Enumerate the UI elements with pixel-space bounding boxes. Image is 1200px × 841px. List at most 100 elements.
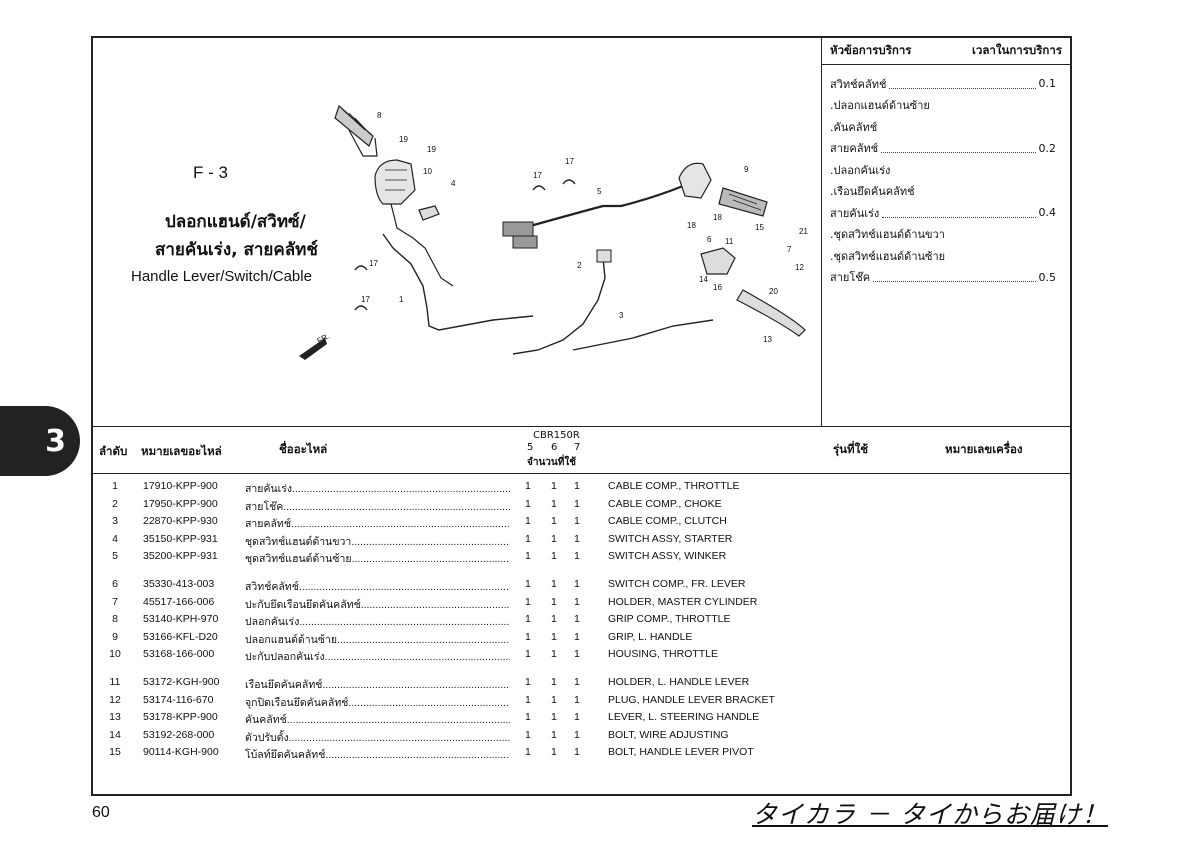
choke-cable-drawing bbox=[512, 257, 606, 355]
col-part-name-heading: ชื่ออะไหล่ bbox=[279, 442, 328, 456]
qty-year-6: 1 bbox=[551, 550, 557, 563]
service-item-name: .คันคลัทช์ bbox=[830, 120, 878, 134]
clutch-lever-drawing bbox=[736, 289, 806, 337]
callout-17d: 17 bbox=[361, 295, 370, 304]
service-item-time: 0.5 bbox=[1038, 270, 1057, 284]
qty-year-5: 1 bbox=[525, 728, 531, 741]
callout-18b: 18 bbox=[687, 221, 696, 230]
qty-year-7: 1 bbox=[574, 711, 580, 724]
part-index: 10 bbox=[109, 648, 121, 661]
service-item: .ชุดสวิทช์แฮนด์ด้านขวา bbox=[830, 224, 1056, 246]
qty-year-5: 1 bbox=[525, 550, 531, 563]
diagram-code: F - 3 bbox=[193, 163, 228, 182]
callout-labels: 8 19 19 10 4 17 17 5 9 18 18 15 21 6 11 … bbox=[361, 111, 808, 344]
part-name-thai: จุกปิดเรือนยึดคันคลัทช์.................… bbox=[245, 696, 510, 709]
service-item-time: 0.1 bbox=[1038, 77, 1057, 91]
qty-year-5: 1 bbox=[525, 532, 531, 545]
callout-8: 8 bbox=[377, 111, 382, 120]
part-index: 14 bbox=[109, 728, 121, 741]
part-name-english: SWITCH COMP., FR. LEVER bbox=[608, 578, 746, 590]
service-item: .ชุดสวิทช์แฮนด์ด้านซ้าย bbox=[830, 245, 1056, 267]
col-model-heading: รุ่นที่ใช้ bbox=[833, 442, 869, 456]
part-name-thai: สวิทช์คลัทช์............................… bbox=[245, 581, 510, 593]
service-item-name: .ปลอกแฮนด์ด้านซ้าย bbox=[830, 99, 930, 113]
qty-year-6: 1 bbox=[551, 595, 557, 608]
part-number: 53192-268-000 bbox=[143, 728, 215, 741]
qty-year-7: 1 bbox=[574, 497, 580, 510]
callout-19b: 19 bbox=[427, 145, 436, 154]
qty-year-6: 1 bbox=[551, 515, 557, 528]
callout-2: 2 bbox=[577, 261, 582, 270]
parts-table-header: ลำดับ หมายเลขอะไหล่ ชื่ออะไหล่ CBR150R 5… bbox=[93, 427, 1070, 474]
callout-6: 6 bbox=[707, 235, 712, 244]
year-6-heading: 6 bbox=[551, 442, 558, 453]
callout-16: 16 bbox=[713, 283, 722, 292]
diagram-title-thai-line1: ปลอกแฮนด์/สวิทซ์/ bbox=[165, 212, 306, 232]
lever-holder-drawing bbox=[700, 247, 736, 275]
part-name-thai: คันคลัทช์...............................… bbox=[245, 714, 510, 727]
part-number: 35200-KPP-931 bbox=[143, 550, 218, 563]
service-list: สวิทช์คลัทช์ 0.1 .ปลอกแฮนด์ด้านซ้าย .คันค… bbox=[822, 65, 1070, 288]
front-direction-arrow: FR. bbox=[299, 331, 331, 360]
qty-year-6: 1 bbox=[551, 676, 557, 688]
callout-13: 13 bbox=[763, 335, 772, 344]
part-name-english: LEVER, L. STEERING HANDLE bbox=[608, 711, 760, 724]
part-name-thai: สายคันเร่ง..............................… bbox=[245, 483, 510, 495]
seller-watermark-text: タイカラ － タイからお届け！ bbox=[752, 800, 1108, 829]
part-index: 15 bbox=[109, 746, 121, 759]
part-number: 17910-KPP-900 bbox=[143, 480, 218, 492]
part-name-thai: เรือนยึดคันคลัทช์.......................… bbox=[245, 679, 510, 691]
service-time-heading: เวลาในการบริการ bbox=[971, 43, 1062, 57]
callout-17c: 17 bbox=[369, 259, 378, 268]
service-item-name: สวิทช์คลัทช์ bbox=[830, 77, 887, 91]
qty-year-7: 1 bbox=[574, 578, 580, 590]
exploded-diagram-panel: F - 3 ปลอกแฮนด์/สวิทซ์/ สายคันเร่ง, สายค… bbox=[93, 38, 822, 427]
model-heading: CBR150R bbox=[533, 430, 580, 441]
qty-year-6: 1 bbox=[551, 728, 557, 741]
qty-year-5: 1 bbox=[525, 480, 531, 492]
service-item: .ปลอกแฮนด์ด้านซ้าย bbox=[830, 95, 1056, 117]
qty-year-5: 1 bbox=[525, 630, 531, 643]
qty-year-7: 1 bbox=[574, 595, 580, 608]
qty-year-7: 1 bbox=[574, 532, 580, 545]
clutch-cable-drawing bbox=[572, 319, 714, 351]
callout-9: 9 bbox=[744, 165, 749, 174]
service-item-name: .ชุดสวิทช์แฮนด์ด้านขวา bbox=[830, 228, 945, 242]
fr-label: FR. bbox=[316, 331, 332, 345]
callout-5: 5 bbox=[597, 187, 602, 196]
part-name-english: BOLT, HANDLE LEVER PIVOT bbox=[608, 746, 754, 759]
part-index: 4 bbox=[112, 532, 118, 545]
qty-year-5: 1 bbox=[525, 711, 531, 724]
throttle-grip-drawing bbox=[334, 104, 378, 157]
service-topic-heading: หัวข้อการบริการ bbox=[830, 43, 912, 57]
part-name-thai: ตัวปรับตั้ง.............................… bbox=[245, 731, 510, 744]
callout-4: 4 bbox=[451, 179, 456, 188]
part-number: 45517-166-006 bbox=[143, 595, 215, 608]
diagram-title-english: Handle Lever/Switch/Cable bbox=[131, 268, 312, 285]
part-index: 9 bbox=[112, 630, 118, 643]
cable-clips-drawing bbox=[354, 179, 576, 311]
qty-year-7: 1 bbox=[574, 550, 580, 563]
service-time-panel: หัวข้อการบริการ เวลาในการบริการ สวิทช์คล… bbox=[822, 38, 1070, 427]
qty-year-6: 1 bbox=[551, 532, 557, 545]
service-item: .ปลอกคันเร่ง bbox=[830, 159, 1056, 181]
part-name-english: CABLE COMP., CHOKE bbox=[608, 497, 722, 510]
part-number: 35330-413-003 bbox=[143, 578, 215, 590]
qty-year-5: 1 bbox=[525, 578, 531, 590]
qty-year-7: 1 bbox=[574, 648, 580, 661]
part-name-english: HOUSING, THROTTLE bbox=[608, 648, 719, 661]
service-item-name: สายโช๊ค bbox=[830, 271, 871, 285]
part-number: 17950-KPP-900 bbox=[143, 497, 218, 510]
qty-year-6: 1 bbox=[551, 630, 557, 643]
part-number: 53168-166-000 bbox=[143, 648, 215, 661]
part-index: 7 bbox=[112, 595, 118, 608]
callout-11: 11 bbox=[725, 237, 734, 246]
part-name-thai: ชุดสวิทช์แฮนด์ด้านซ้าย..................… bbox=[245, 553, 510, 566]
left-switch-and-grip-drawing bbox=[678, 162, 768, 217]
part-index: 5 bbox=[112, 550, 118, 563]
